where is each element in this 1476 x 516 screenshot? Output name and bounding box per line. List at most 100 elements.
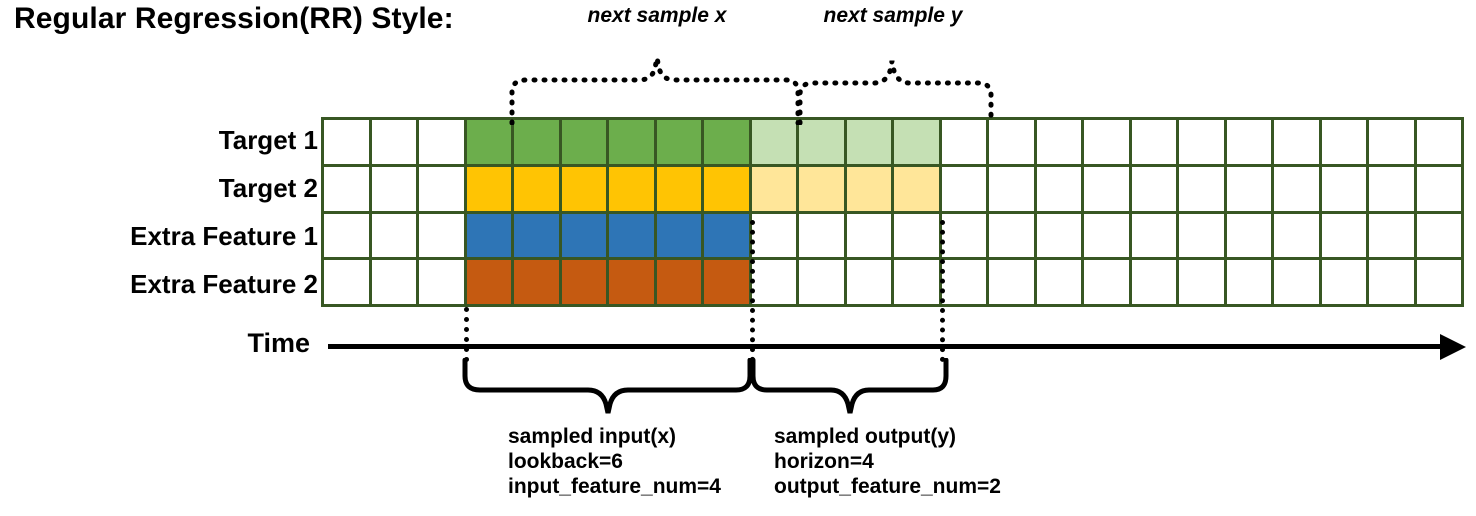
grid-cell xyxy=(466,120,511,164)
grid-cell xyxy=(1416,166,1461,211)
grid-cell xyxy=(1084,260,1129,304)
row-label-column: Target 1 Target 2 Extra Feature 1 Extra … xyxy=(0,0,318,299)
sampled-input-line-2: lookback=6 xyxy=(508,450,623,473)
grid-cell xyxy=(656,213,701,258)
grid-cell xyxy=(1369,120,1414,164)
row-label-extra-feature-2: Extra Feature 2 xyxy=(130,269,318,299)
grid-cell xyxy=(656,260,701,304)
grid-cell xyxy=(941,213,986,258)
time-axis-label: Time xyxy=(247,328,310,358)
grid-cell xyxy=(656,166,701,211)
grid-cell xyxy=(846,120,891,164)
grid-cell xyxy=(1131,166,1176,211)
sampled-output-annotation: sampled output(y) horizon=4 output_featu… xyxy=(774,424,1001,499)
grid-cell xyxy=(514,213,559,258)
grid-cell xyxy=(1369,166,1414,211)
grid-cell xyxy=(466,213,511,258)
grid-cell xyxy=(419,260,464,304)
grid-cell xyxy=(751,166,796,211)
grid-cell xyxy=(751,213,796,258)
grid-cell xyxy=(894,213,939,258)
page-title: Regular Regression(RR) Style: xyxy=(14,2,454,35)
grid-cell xyxy=(1321,120,1366,164)
grid-cell xyxy=(1036,166,1081,211)
grid-cell xyxy=(989,213,1034,258)
grid-cell xyxy=(1274,213,1319,258)
grid-cell xyxy=(324,213,369,258)
grid-cell xyxy=(1274,166,1319,211)
grid-cell xyxy=(656,120,701,164)
time-axis-line xyxy=(328,344,1448,349)
guide-input-start xyxy=(464,307,469,362)
grid-cell xyxy=(1321,260,1366,304)
grid-cell xyxy=(1416,120,1461,164)
row-label-target-2: Target 2 xyxy=(218,173,318,203)
next-sample-y-label: next sample y xyxy=(823,4,963,27)
grid-cell xyxy=(704,260,749,304)
grid-cell xyxy=(419,120,464,164)
grid-cell xyxy=(846,260,891,304)
grid-cell xyxy=(1226,166,1271,211)
grid-cell xyxy=(941,260,986,304)
grid-cell xyxy=(1131,120,1176,164)
grid-cell xyxy=(704,120,749,164)
grid-cell xyxy=(1084,213,1129,258)
grid-cell xyxy=(419,213,464,258)
grid-cell xyxy=(704,166,749,211)
sampled-input-brace xyxy=(462,358,753,414)
grid-cell xyxy=(514,166,559,211)
grid-cell xyxy=(1369,213,1414,258)
grid-cell xyxy=(466,166,511,211)
timeline-grid xyxy=(321,117,1464,307)
grid-cell xyxy=(751,120,796,164)
grid-cell xyxy=(609,120,654,164)
grid-cell xyxy=(1036,260,1081,304)
grid-cell xyxy=(894,260,939,304)
grid-cell xyxy=(1036,213,1081,258)
next-sample-x-brace xyxy=(509,57,801,125)
grid-cell xyxy=(1036,120,1081,164)
grid-cell xyxy=(751,260,796,304)
grid-cell xyxy=(324,166,369,211)
sampled-input-line-3: input_feature_num=4 xyxy=(508,475,721,498)
grid-cell xyxy=(1226,260,1271,304)
grid-cell xyxy=(894,120,939,164)
sampled-output-line-1: sampled output(y) xyxy=(774,425,956,448)
grid-cell xyxy=(1416,213,1461,258)
grid-cell xyxy=(1179,213,1224,258)
grid-cell xyxy=(609,213,654,258)
grid-cell xyxy=(561,120,606,164)
grid-cell xyxy=(324,120,369,164)
grid-cell xyxy=(1084,166,1129,211)
grid-cell xyxy=(799,213,844,258)
grid-cell xyxy=(1084,120,1129,164)
grid-cell xyxy=(561,213,606,258)
grid-cell xyxy=(514,260,559,304)
grid-cell xyxy=(1179,166,1224,211)
grid-cell xyxy=(1179,120,1224,164)
next-sample-x-label: next sample x xyxy=(587,4,727,27)
grid-cell xyxy=(1226,213,1271,258)
grid-cell xyxy=(371,213,416,258)
grid-cell xyxy=(941,120,986,164)
sampled-output-line-2: horizon=4 xyxy=(774,450,874,473)
grid-cell xyxy=(1321,166,1366,211)
grid-cell xyxy=(989,166,1034,211)
grid-cell xyxy=(846,166,891,211)
grid-cell xyxy=(799,166,844,211)
grid-cell xyxy=(989,120,1034,164)
sampled-input-line-1: sampled input(x) xyxy=(508,425,677,448)
grid-cell xyxy=(561,166,606,211)
grid-cell xyxy=(466,260,511,304)
grid-cell xyxy=(799,120,844,164)
grid-cell xyxy=(1226,120,1271,164)
grid-cell xyxy=(419,166,464,211)
guide-output-end xyxy=(940,220,945,362)
grid-cell xyxy=(989,260,1034,304)
grid-cell xyxy=(609,260,654,304)
grid-cell xyxy=(514,120,559,164)
grid-cell xyxy=(1274,120,1319,164)
next-sample-y-brace xyxy=(797,60,994,125)
grid-cell xyxy=(894,166,939,211)
